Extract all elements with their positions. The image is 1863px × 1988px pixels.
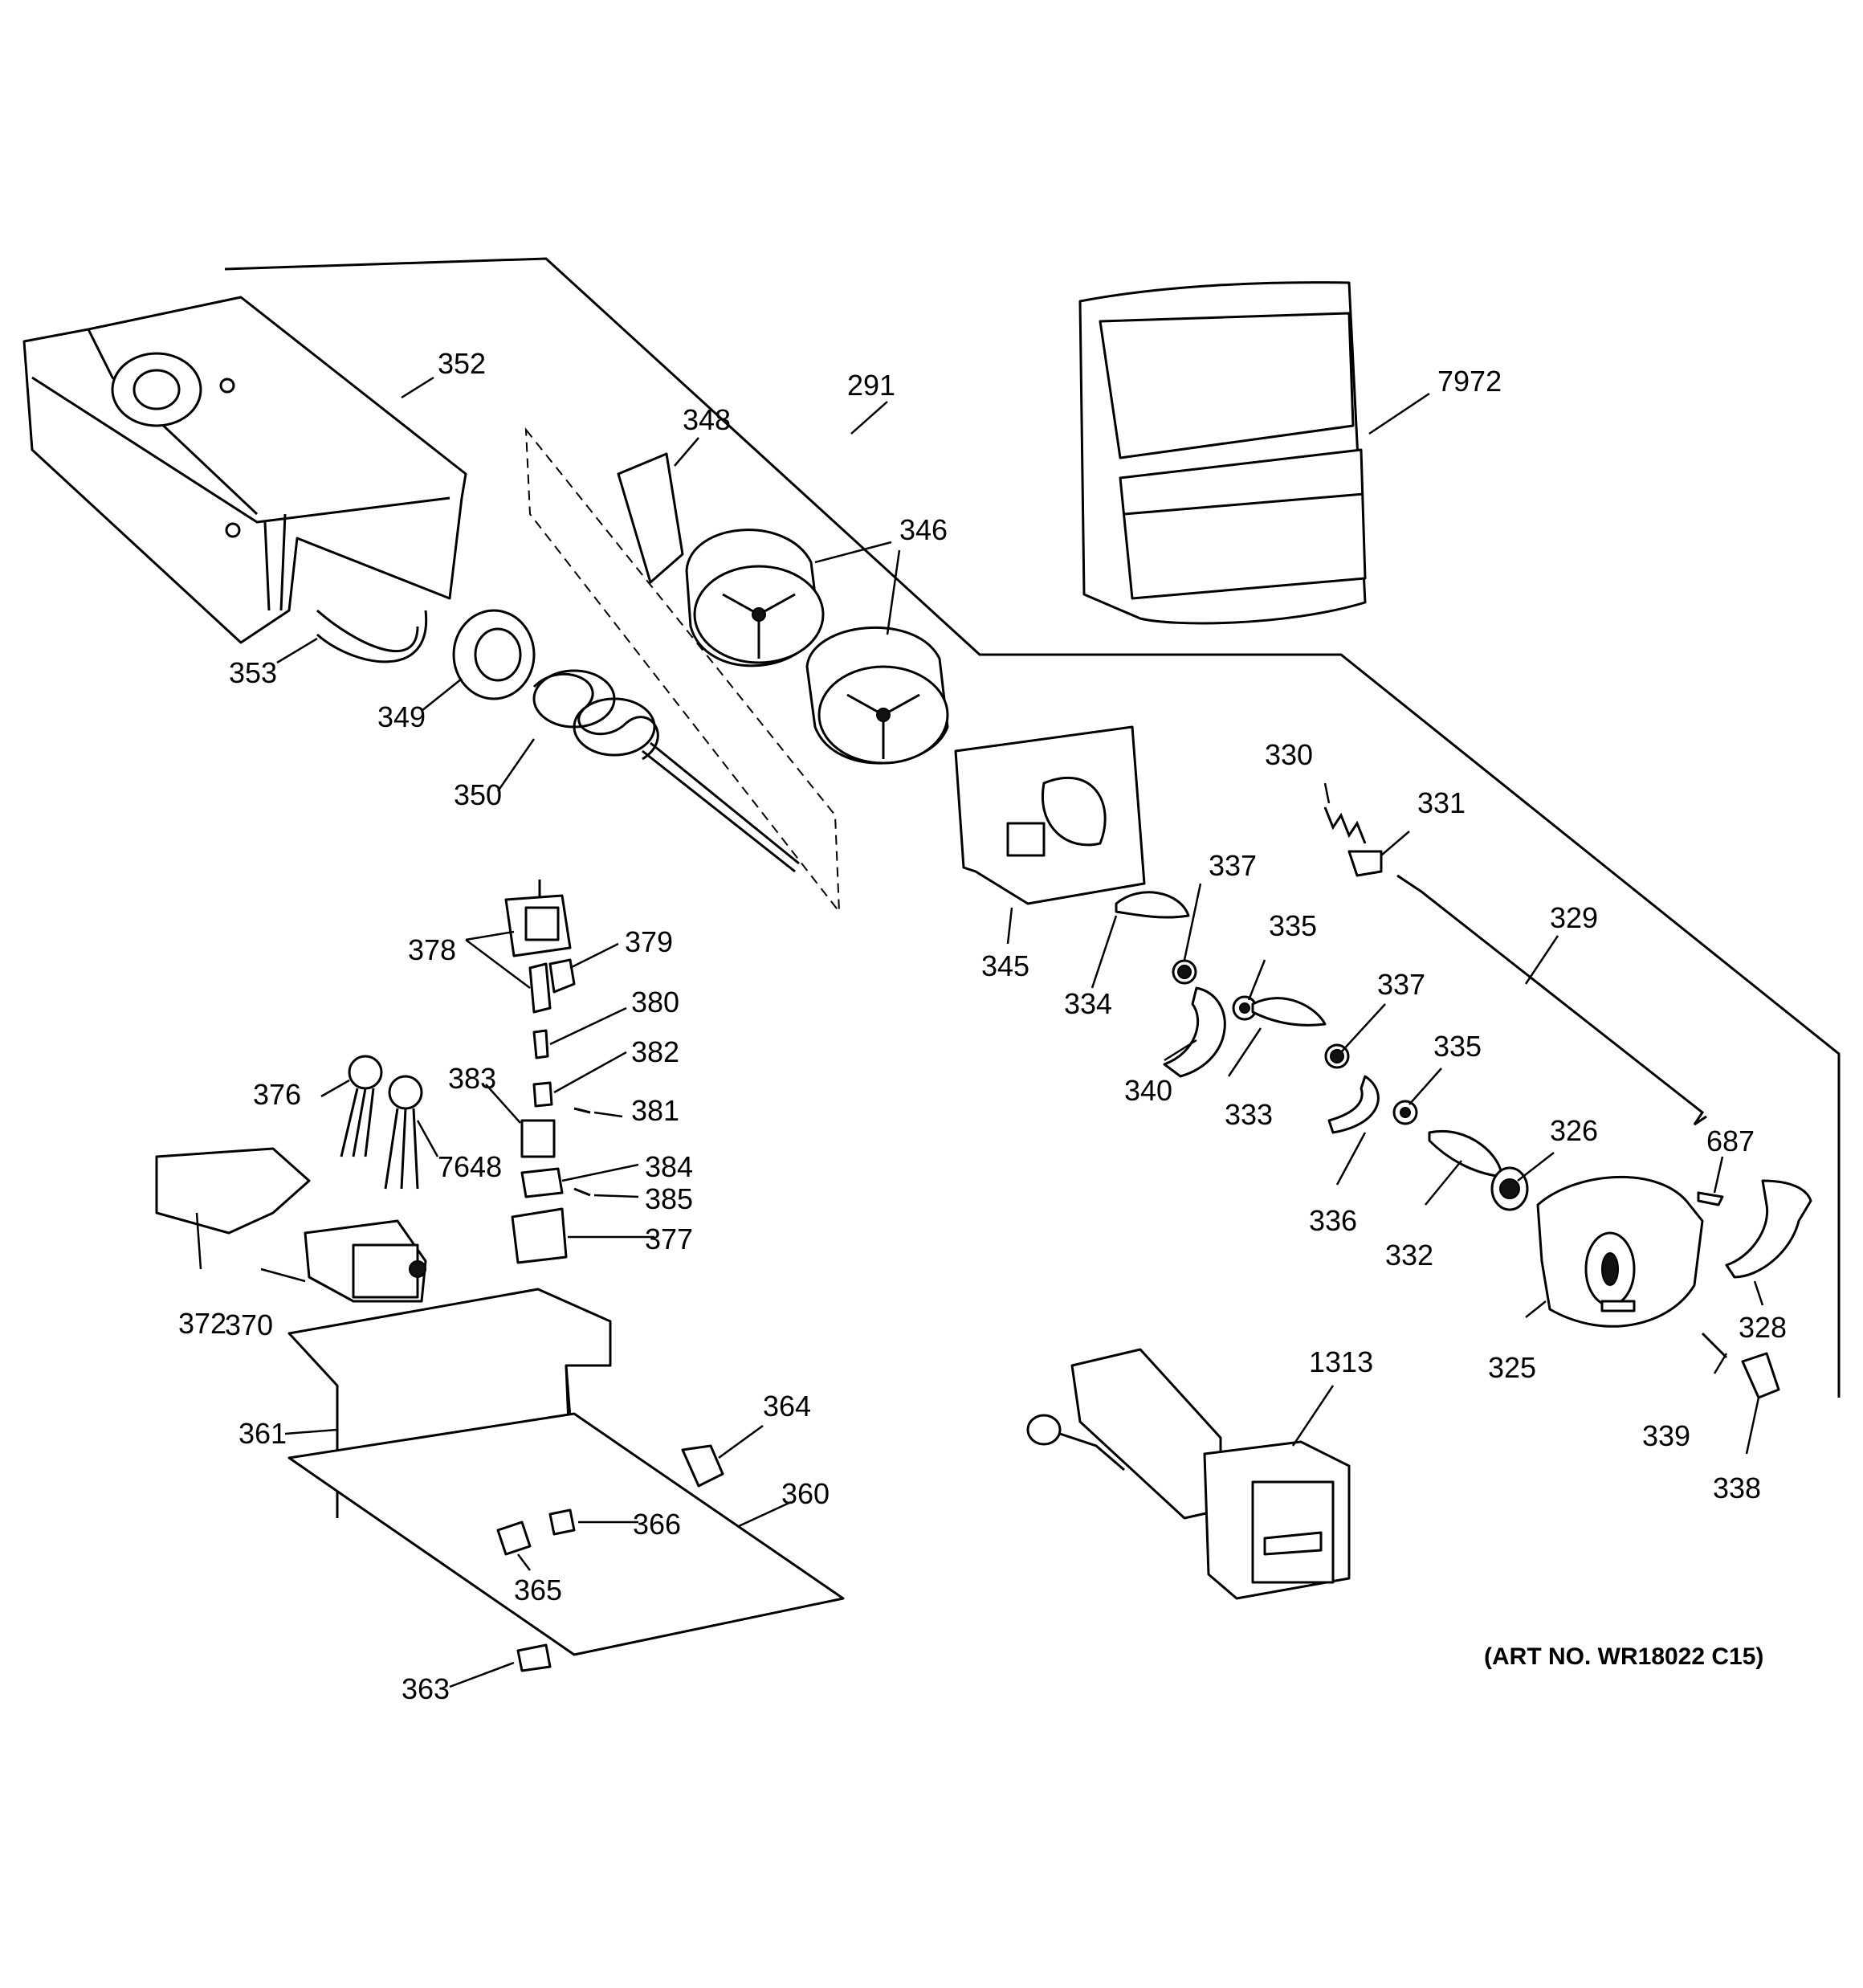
- bracket-328: [1725, 1179, 1812, 1279]
- clip-366: [548, 1508, 576, 1536]
- bracket-377: [511, 1207, 568, 1264]
- plunger-380: [528, 962, 552, 1014]
- label-7648: 7648: [438, 1150, 502, 1183]
- label-361: 361: [238, 1417, 287, 1450]
- label-364: 364: [763, 1390, 811, 1423]
- label-348: 348: [683, 403, 731, 436]
- bracket-379: [548, 958, 576, 994]
- fitting-364: [681, 1444, 724, 1488]
- art-number: (ART NO. WR18022 C15): [1484, 1643, 1763, 1670]
- label-332: 332: [1385, 1239, 1433, 1272]
- pin-339: [1701, 1332, 1728, 1359]
- washer-335b: [1392, 1100, 1418, 1125]
- label-337b: 337: [1377, 968, 1425, 1001]
- solenoid-378: [504, 880, 572, 957]
- screw-687: [1697, 1191, 1724, 1206]
- label-7972: 7972: [1437, 365, 1502, 398]
- label-363: 363: [402, 1672, 450, 1705]
- label-376: 376: [253, 1078, 301, 1111]
- part-labels: 291 352 348 346 7972 353 349 350 345 330…: [178, 347, 1787, 1705]
- label-331: 331: [1417, 786, 1466, 819]
- gear-336: [1327, 1075, 1380, 1134]
- bushing-326: [1490, 1166, 1529, 1211]
- label-345: 345: [981, 949, 1029, 982]
- label-326: 326: [1550, 1114, 1598, 1147]
- auger-350: [532, 669, 800, 873]
- label-378: 378: [408, 933, 456, 966]
- label-291: 291: [847, 369, 895, 402]
- clip-348: [617, 452, 684, 584]
- label-338: 338: [1713, 1472, 1761, 1504]
- crusher-housing-346a: [685, 529, 825, 667]
- label-379: 379: [625, 925, 673, 958]
- label-336: 336: [1309, 1204, 1357, 1237]
- sleeve-383: [520, 1119, 556, 1158]
- label-377: 377: [645, 1223, 693, 1255]
- label-370: 370: [225, 1308, 273, 1341]
- motor-housing-325: [1536, 1175, 1704, 1328]
- label-382: 382: [631, 1035, 679, 1068]
- spring-382: [532, 1081, 553, 1108]
- label-352: 352: [438, 347, 486, 380]
- mounting-plate-345: [954, 725, 1146, 905]
- pin-385: [573, 1187, 591, 1197]
- tray-360: [287, 1412, 845, 1656]
- label-1313: 1313: [1309, 1345, 1373, 1378]
- icemaker-1313: [1026, 1348, 1351, 1600]
- label-325: 325: [1488, 1351, 1536, 1384]
- bail-wire-353: [316, 609, 428, 663]
- alignment-dashed-box: [524, 427, 841, 915]
- spring-337a: [1172, 959, 1197, 985]
- label-687: 687: [1706, 1125, 1755, 1157]
- label-335b: 335: [1433, 1030, 1482, 1063]
- fastener-365: [496, 1521, 532, 1556]
- gear-340: [1163, 986, 1226, 1078]
- pin-380: [532, 1029, 549, 1059]
- label-381: 381: [631, 1094, 679, 1127]
- label-340: 340: [1124, 1074, 1172, 1107]
- label-339: 339: [1642, 1419, 1690, 1452]
- label-349: 349: [377, 700, 426, 733]
- washer-335a: [1232, 995, 1258, 1021]
- label-330: 330: [1265, 738, 1313, 771]
- label-335a: 335: [1269, 909, 1317, 942]
- clip-363: [516, 1643, 552, 1672]
- label-346: 346: [899, 513, 948, 546]
- pin-381: [573, 1107, 591, 1114]
- ice-bucket-352: [22, 296, 467, 644]
- bearing-349: [452, 609, 536, 700]
- label-372: 372: [178, 1307, 226, 1340]
- crusher-housing-346b: [805, 626, 949, 765]
- motor-370: [304, 1219, 427, 1303]
- label-383: 383: [448, 1062, 496, 1095]
- label-353: 353: [229, 656, 277, 689]
- clip-331: [1347, 850, 1383, 877]
- connector-7648: [384, 1075, 423, 1190]
- label-380: 380: [631, 986, 679, 1018]
- switch-338: [1741, 1352, 1780, 1399]
- label-366: 366: [633, 1508, 681, 1541]
- holder-384: [520, 1167, 564, 1198]
- dispenser-door-7972: [1078, 281, 1367, 625]
- cam-333: [1251, 997, 1327, 1027]
- label-333: 333: [1225, 1098, 1273, 1131]
- connector-376: [340, 1055, 383, 1157]
- rod-329: [1396, 874, 1707, 1126]
- label-334: 334: [1064, 987, 1112, 1020]
- label-384: 384: [645, 1150, 693, 1183]
- label-365: 365: [514, 1574, 562, 1606]
- label-350: 350: [454, 778, 502, 811]
- label-385: 385: [645, 1182, 693, 1215]
- label-329: 329: [1550, 901, 1598, 934]
- cam-332: [1428, 1130, 1503, 1178]
- assembly-outline: [224, 257, 1841, 1398]
- label-360: 360: [781, 1477, 830, 1510]
- label-328: 328: [1739, 1311, 1787, 1344]
- leader-lines: [195, 376, 1764, 1688]
- cam-334: [1115, 891, 1190, 919]
- label-337a: 337: [1209, 849, 1257, 882]
- cover-372: [155, 1147, 311, 1235]
- spring-330: [1323, 806, 1367, 844]
